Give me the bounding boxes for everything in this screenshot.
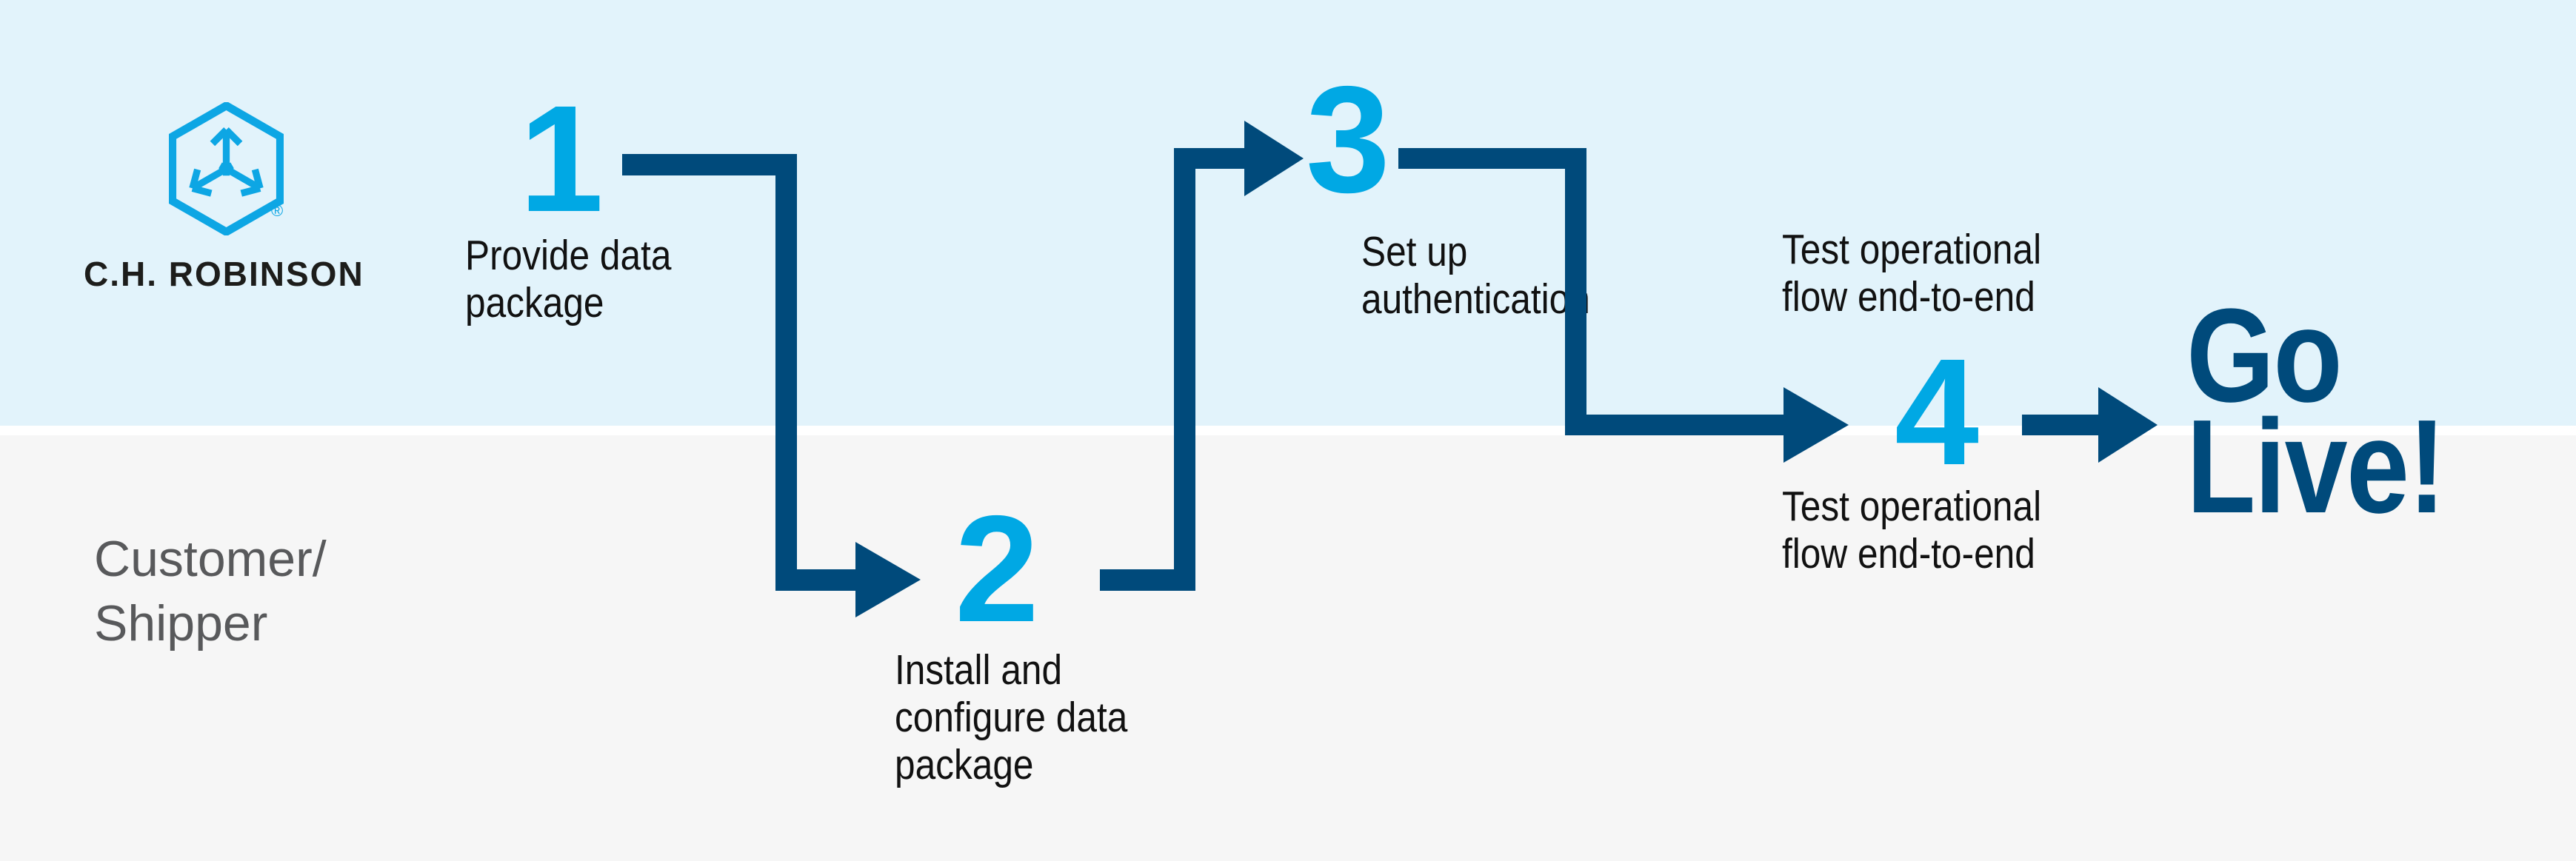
label-line: authentication xyxy=(1361,275,1590,323)
registered-trademark-mark: ® xyxy=(271,201,284,220)
label-line: Provide data xyxy=(465,232,672,279)
arrow-4-to-golive-head-icon xyxy=(2098,387,2158,463)
label-line: package xyxy=(895,741,1034,788)
step-4-label-below: Test operational flow end-to-end xyxy=(1782,483,2041,577)
label-line: Install and xyxy=(895,646,1063,694)
step-3-number: 3 xyxy=(1305,55,1390,224)
arrow-1-to-2-head-icon xyxy=(855,542,921,617)
arrow-2-to-3-top-shaft xyxy=(1174,148,1249,169)
lane-divider xyxy=(0,426,2576,435)
label-line: Test operational xyxy=(1782,483,2042,530)
arrow-1-to-2-vertical-shaft xyxy=(775,154,797,591)
label-line: package xyxy=(465,279,604,326)
arrow-3-to-4-head-icon xyxy=(1783,387,1849,463)
step-2-number: 2 xyxy=(954,484,1039,654)
step-1-label: Provide data package xyxy=(465,232,671,326)
label-line: configure data xyxy=(895,694,1128,741)
arrow-3-to-4-top-shaft xyxy=(1398,148,1586,169)
chrobinson-lane-band xyxy=(0,0,2576,426)
customer-lane-label: Customer/ Shipper xyxy=(94,527,327,656)
label-line: Test operational xyxy=(1782,226,2042,273)
arrow-3-to-4-vertical-shaft xyxy=(1565,148,1586,435)
arrow-2-to-3-vertical-shaft xyxy=(1174,148,1195,591)
step-2-label: Install and configure data package xyxy=(895,646,1127,788)
hexagon-arrows-icon xyxy=(169,102,284,235)
step-1-number: 1 xyxy=(518,74,604,244)
arrow-1-to-2-bottom-shaft xyxy=(775,569,857,591)
arrow-4-to-golive-shaft xyxy=(2022,415,2098,435)
arrow-1-to-2-top-shaft xyxy=(622,154,797,175)
step-4-label-above: Test operational flow end-to-end xyxy=(1782,226,2041,321)
arrow-3-to-4-bottom-shaft xyxy=(1565,415,1783,435)
lane-label-line: Shipper xyxy=(94,595,268,651)
go-live-line: Live! xyxy=(2186,392,2446,541)
lane-label-line: Customer/ xyxy=(94,531,327,587)
go-live-line: Go xyxy=(2186,281,2343,430)
step-3-label: Set up authentication xyxy=(1361,228,1590,323)
arrow-2-to-3-head-icon xyxy=(1244,121,1304,196)
step-4-number: 4 xyxy=(1894,327,1979,497)
label-line: Set up xyxy=(1361,228,1468,275)
chrobinson-wordmark: C.H. ROBINSON xyxy=(84,255,364,293)
label-line: flow end-to-end xyxy=(1782,273,2035,321)
go-live-text: Go Live! xyxy=(2186,289,2446,534)
customer-lane-band xyxy=(0,435,2576,861)
label-line: flow end-to-end xyxy=(1782,530,2035,577)
